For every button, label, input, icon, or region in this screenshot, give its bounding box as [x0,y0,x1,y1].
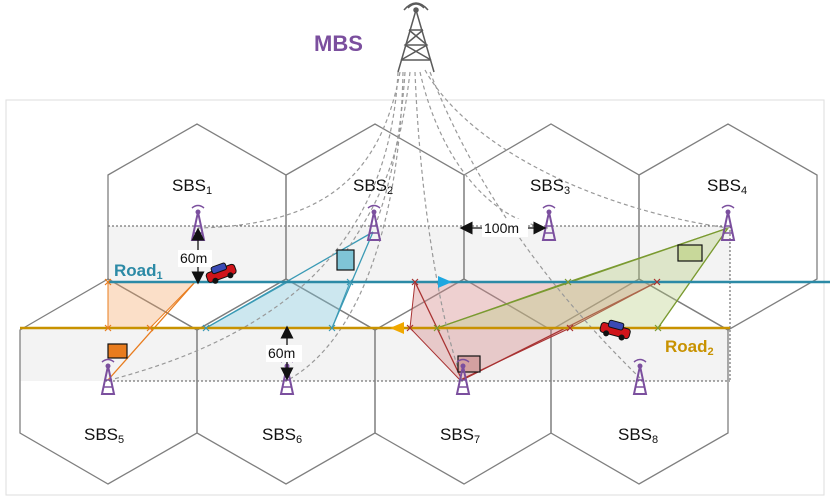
mbs-link-blue-box [346,71,411,251]
sbs4-tower-icon [720,204,736,241]
sbs2-label: SBS2 [353,176,393,197]
hex-grid [19,123,818,485]
mbs-link-sbs7 [414,71,463,381]
mbs-link-sbs6 [287,71,404,381]
mbs-link-sbs4 [424,69,729,229]
orange-link [107,281,196,381]
road1-label: Road1 [114,261,163,282]
sbs8-tower-icon [632,358,648,395]
blue-box [336,249,355,271]
car-icon-road1 [205,262,237,284]
mbs-link-sbs1 [197,71,401,229]
sbs2-tower-icon [366,204,382,241]
sbs6-label: SBS6 [262,425,302,446]
sbs1-label: SBS1 [172,176,212,197]
dist-100-bg [482,219,528,237]
mbs-tower-icon [397,2,435,73]
hex-sbs8 [550,278,729,485]
dist-60-top-label: 60m [180,250,207,266]
sbs8-label: SBS8 [618,425,658,446]
blue-link-1 [205,231,374,329]
mbs-link-sbs8 [429,71,641,379]
mbs-link-sbs5 [109,71,399,381]
road1-direction-arrow [438,276,452,288]
red-link-1 [414,281,463,381]
mbs-label: MBS [314,31,363,56]
blue-region [204,281,351,329]
sbs4-label: SBS4 [707,176,747,197]
intersection-markers [104,278,662,332]
road2-direction-arrow [390,322,404,334]
dist-60-bottom-label: 60m [268,345,295,361]
road2-label: Road2 [665,337,714,358]
green-box [677,244,703,262]
dist-60-top-bg [178,250,212,267]
sbs3-label: SBS3 [530,176,570,197]
frame-border [5,99,825,496]
dist-60-bottom-bg [266,345,302,362]
sbs7-label: SBS7 [440,425,480,446]
green-link-2 [657,227,729,329]
orange-box [107,343,128,359]
car-icon-road2 [599,319,631,341]
sbs7-tower-icon [455,358,471,395]
mbs-link-sbs2 [374,71,406,227]
sbs5-tower-icon [100,358,116,395]
sbs5-label: SBS5 [84,425,124,446]
red-link-2 [461,281,658,381]
dist-100-label: 100m [484,220,519,236]
